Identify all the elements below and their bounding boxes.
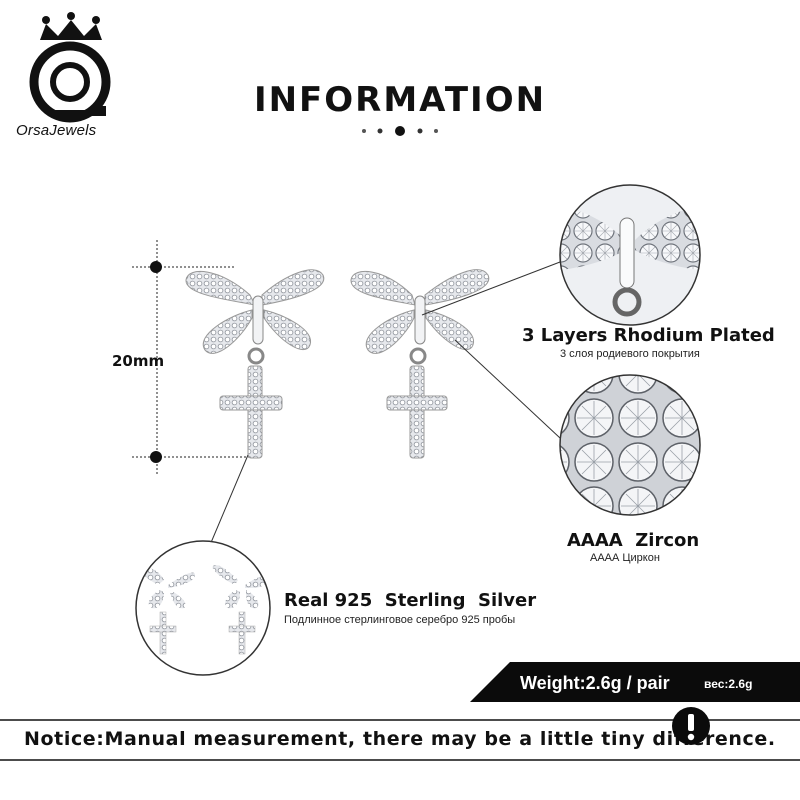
five-dot-divider-icon xyxy=(362,126,438,136)
earring-left xyxy=(185,269,325,459)
notice-frame xyxy=(0,719,800,761)
notice-text: Notice:Manual measurement, there may be … xyxy=(24,728,776,750)
page-title: INFORMATION xyxy=(253,80,547,120)
silver-zoom-circle xyxy=(135,540,271,676)
earring-right xyxy=(350,269,490,459)
dimension-label: 20mm xyxy=(112,352,165,370)
brand-name: OrsaJewels xyxy=(16,122,97,139)
crown-o-logo-icon xyxy=(29,12,111,123)
zircon-zoom-circle xyxy=(559,374,701,516)
weight-banner xyxy=(470,662,800,702)
silver-subtitle: Подлинное стерлинговое серебро 925 пробы xyxy=(284,614,516,626)
rhodium-zoom-circle xyxy=(559,184,701,326)
silver-title: Real 925 Sterling Silver xyxy=(284,590,537,611)
exclamation-icon xyxy=(672,707,710,745)
rhodium-title: 3 Layers Rhodium Plated xyxy=(522,325,775,346)
rhodium-subtitle: 3 слоя родиевого покрытия xyxy=(560,348,700,360)
weight-label: Weight:2.6g / pair xyxy=(520,673,670,693)
zircon-subtitle: АААА Циркон xyxy=(590,552,660,564)
zircon-title: AAAA Zircon xyxy=(567,530,700,551)
weight-label-ru: вес:2.6g xyxy=(704,677,753,691)
